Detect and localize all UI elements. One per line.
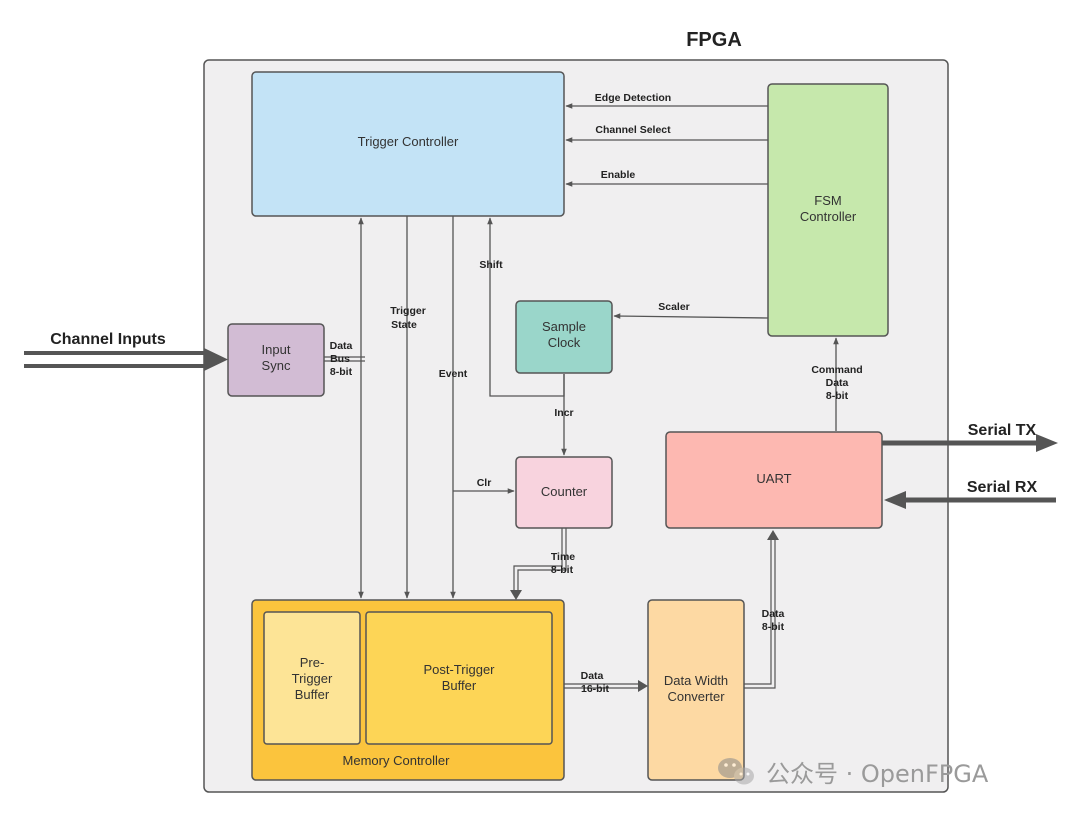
connections bbox=[358, 103, 839, 599]
post-trigger-buffer-block bbox=[365, 611, 553, 745]
scaler-label: Scaler bbox=[658, 301, 690, 313]
pre-trigger-buffer-label-2: Trigger bbox=[292, 671, 333, 686]
data-8bit-label-2: 8-bit bbox=[762, 621, 785, 633]
data-bus-label-2: Bus bbox=[330, 353, 350, 365]
edge-detection-label: Edge Detection bbox=[595, 92, 671, 104]
time-label-1: Time bbox=[551, 551, 575, 563]
scaler-arrow bbox=[613, 313, 769, 319]
counter-label: Counter bbox=[541, 484, 588, 499]
time-label-2: 8-bit bbox=[551, 564, 574, 576]
post-trigger-buffer-label-1: Post-Trigger bbox=[423, 662, 495, 677]
uart-label: UART bbox=[756, 471, 791, 486]
trigger-controller-label: Trigger Controller bbox=[358, 134, 459, 149]
fsm-controller-block bbox=[767, 83, 889, 337]
memory-controller-label: Memory Controller bbox=[343, 753, 451, 768]
command-data-label-3: 8-bit bbox=[826, 390, 849, 402]
sample-clock-label-2: Clock bbox=[548, 335, 581, 350]
channel-inputs-label: Channel Inputs bbox=[50, 331, 166, 348]
command-data-label-2: Data bbox=[826, 377, 849, 389]
data-width-converter-label-2: Converter bbox=[667, 689, 725, 704]
pre-trigger-buffer-label-3: Buffer bbox=[295, 687, 330, 702]
data-bus-label-1: Data bbox=[330, 340, 353, 352]
uart-block bbox=[665, 431, 883, 529]
trigger-controller-block bbox=[251, 71, 565, 217]
sample-clock-block bbox=[515, 300, 613, 374]
data-8bit-label-1: Data bbox=[762, 608, 785, 620]
input-sync-label-2: Sync bbox=[262, 358, 291, 373]
trigger-state-label-1: Trigger bbox=[390, 305, 426, 317]
serial-rx-label: Serial RX bbox=[967, 479, 1038, 496]
trigger-state-label-2: State bbox=[391, 319, 417, 331]
pre-trigger-buffer-label-1: Pre- bbox=[300, 655, 325, 670]
counter-block bbox=[515, 456, 613, 529]
post-trigger-buffer-label-2: Buffer bbox=[442, 678, 477, 693]
bus-connections bbox=[324, 356, 776, 689]
shift-label: Shift bbox=[479, 259, 503, 271]
bus-arrowheads bbox=[510, 530, 779, 692]
pre-trigger-buffer-block bbox=[263, 611, 361, 745]
enable-label: Enable bbox=[601, 169, 636, 181]
serial-tx-arrowhead bbox=[1036, 434, 1058, 452]
watermark: 公众号 · OpenFPGA bbox=[718, 758, 989, 788]
fpga-title: FPGA bbox=[686, 29, 742, 51]
data-bus-label-3: 8-bit bbox=[330, 366, 353, 378]
sample-clock-label-1: Sample bbox=[542, 319, 586, 334]
clr-label: Clr bbox=[477, 477, 492, 489]
serial-rx-arrowhead bbox=[884, 491, 906, 509]
incr-label: Incr bbox=[554, 407, 573, 419]
data-16bit-label-1: Data bbox=[581, 670, 604, 682]
input-sync-label-1: Input bbox=[262, 342, 291, 357]
channel-inputs-arrowhead bbox=[204, 348, 228, 371]
serial-tx-label: Serial TX bbox=[968, 422, 1037, 439]
fsm-controller-label-2: Controller bbox=[800, 209, 857, 224]
data-width-converter-label-1: Data Width bbox=[664, 673, 728, 688]
data-width-converter-block bbox=[647, 599, 745, 781]
fsm-controller-label-1: FSM bbox=[814, 193, 841, 208]
data-16bit-label-2: 16-bit bbox=[581, 683, 610, 695]
channel-select-label: Channel Select bbox=[595, 124, 671, 136]
command-data-label-1: Command bbox=[811, 364, 862, 376]
event-label: Event bbox=[439, 368, 468, 380]
watermark-text: 公众号 · OpenFPGA bbox=[766, 760, 989, 788]
wechat-icon bbox=[718, 758, 754, 785]
input-sync-block bbox=[227, 323, 325, 397]
external-io bbox=[24, 348, 1058, 509]
